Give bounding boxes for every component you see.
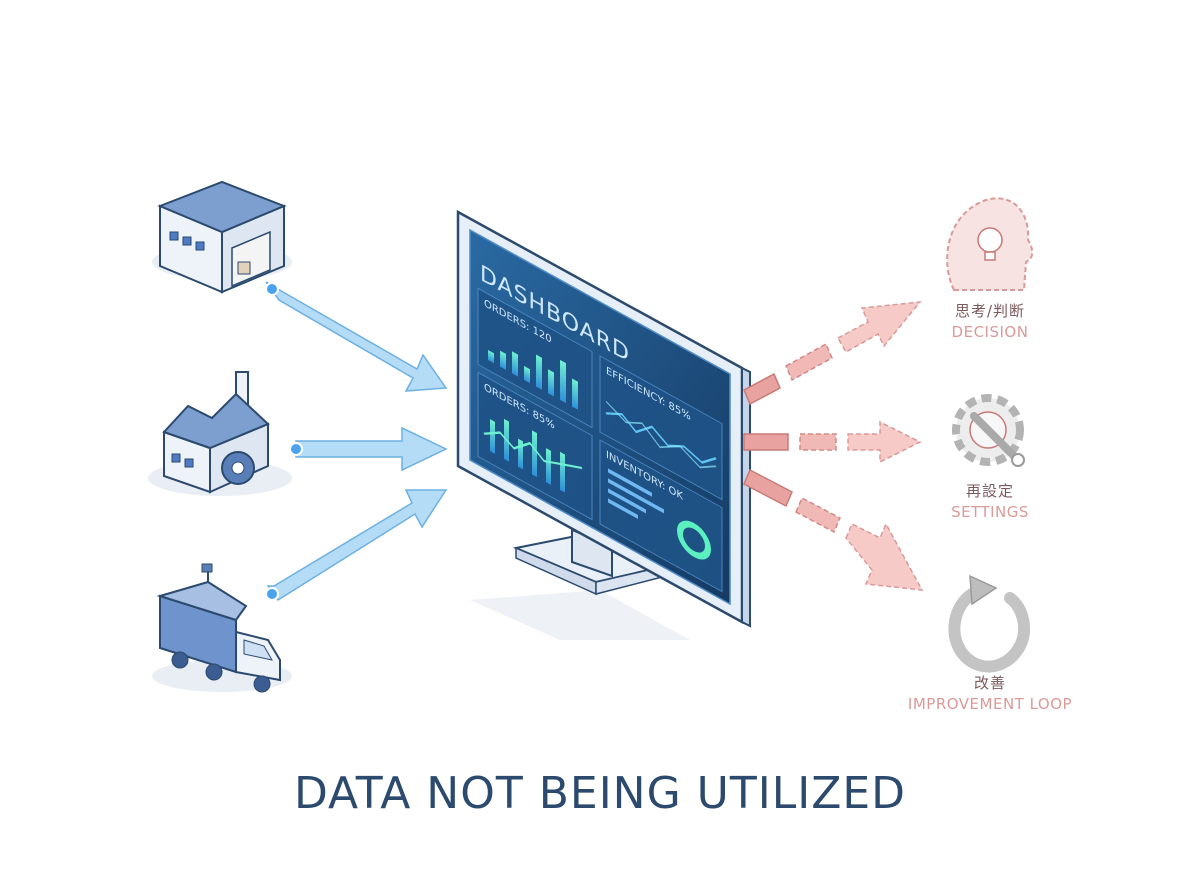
- inventory-bar: [608, 478, 664, 514]
- bar: [488, 349, 494, 364]
- bar: [500, 350, 506, 370]
- output-label-improvement: 改善 IMPROVEMENT LOOP: [890, 672, 1090, 713]
- orders-bar-chart: [488, 349, 578, 410]
- improvement-label-ja: 改善: [973, 674, 1006, 692]
- bar: [536, 354, 542, 390]
- bar: [518, 438, 523, 470]
- bar: [532, 430, 537, 478]
- output-arrow-decision: [743, 301, 922, 406]
- decision-label-en: DECISION: [951, 323, 1029, 341]
- efficiency-line: [605, 412, 717, 464]
- output-arrow-improvement: [743, 468, 924, 591]
- orders-percent-chart: [483, 418, 583, 493]
- output-label-decision: 思考/判断 DECISION: [890, 300, 1090, 341]
- input-arrow-factory: [289, 426, 448, 472]
- efficiency-line-2: [605, 400, 717, 469]
- lightbulb-head-icon: [946, 197, 1034, 291]
- bar: [546, 448, 551, 485]
- bar: [512, 351, 518, 377]
- headline: DATA NOT BEING UTILIZED: [293, 768, 907, 819]
- input-arrow-truck: [265, 489, 448, 602]
- efficiency-panel: [599, 355, 723, 501]
- cycle-arrow-icon: [948, 574, 1031, 673]
- bar: [560, 451, 565, 493]
- improvement-label-en: IMPROVEMENT LOOP: [907, 695, 1073, 713]
- settings-label-en: SETTINGS: [951, 503, 1029, 521]
- inventory-bar: [608, 498, 638, 520]
- warehouse-icon: [152, 180, 292, 294]
- inventory-bar: [608, 468, 652, 497]
- gear-wrench-icon: [952, 394, 1025, 467]
- output-arrow-settings: [743, 420, 922, 464]
- trend-line: [483, 431, 583, 470]
- truck-icon: [152, 563, 292, 693]
- decision-label-ja: 思考/判断: [954, 302, 1026, 320]
- inventory-bar: [608, 488, 646, 514]
- output-label-settings: 再設定 SETTINGS: [890, 480, 1090, 521]
- bar: [490, 419, 495, 454]
- input-arrow-warehouse: [265, 281, 448, 392]
- bar: [560, 359, 566, 404]
- bar: [548, 369, 554, 397]
- factory-icon: [148, 371, 292, 496]
- settings-label-ja: 再設定: [965, 482, 1014, 500]
- inventory-donut: [677, 520, 711, 560]
- bar: [524, 365, 530, 384]
- bar: [572, 378, 578, 410]
